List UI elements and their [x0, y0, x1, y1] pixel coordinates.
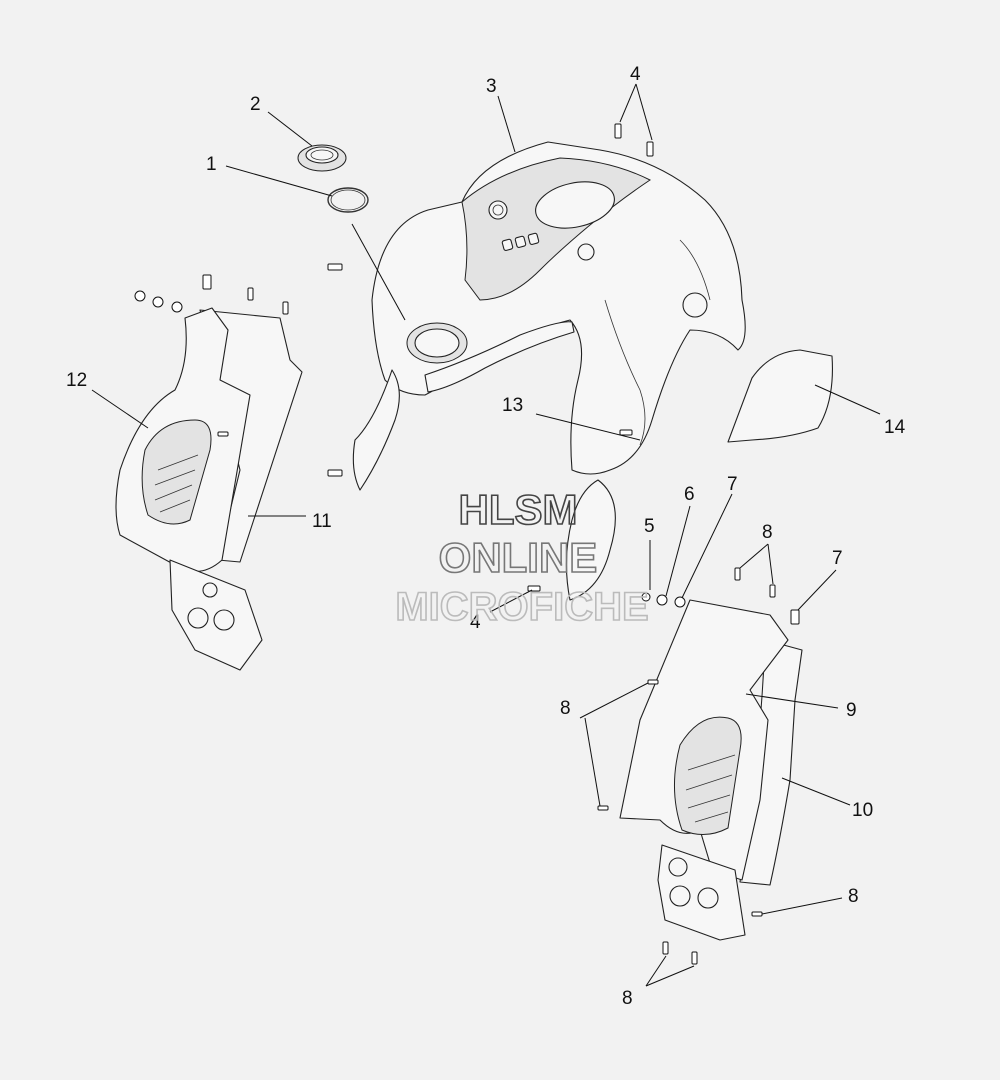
callout-7-upper: 7: [727, 474, 738, 495]
part-2-grommet: [297, 144, 347, 172]
watermark-line-2: ONLINE: [439, 534, 598, 581]
callout-8-right: 8: [848, 886, 859, 907]
callout-10: 10: [852, 800, 873, 821]
callout-8-top: 8: [762, 522, 773, 543]
callout-5: 5: [644, 516, 655, 537]
callout-4-lower: 4: [470, 612, 481, 633]
callout-12: 12: [66, 370, 87, 391]
fasteners: [134, 123, 800, 965]
watermark: HLSM ONLINE MICROFICHE: [395, 485, 650, 630]
callout-8-left: 8: [560, 698, 571, 719]
callout-2: 2: [250, 94, 261, 115]
watermark-line-3: MICROFICHE: [395, 585, 648, 629]
callout-11: 11: [312, 511, 332, 532]
callouts: 1 2 3 4 4 5 6 7 7 8 8 8 8 8 9 10 11 12 1…: [66, 64, 906, 1009]
right-side-panel: [619, 599, 803, 941]
callout-14: 14: [884, 417, 906, 438]
part-14-decal: [727, 349, 833, 443]
left-side-panel: [115, 307, 303, 671]
leader-lines: [91, 83, 881, 987]
watermark-line-1: HLSM: [459, 486, 578, 533]
part-3-hood: [352, 141, 746, 601]
callout-7-right: 7: [832, 548, 843, 569]
callout-8-bottom: 8: [622, 988, 633, 1009]
callout-6: 6: [684, 484, 695, 505]
callout-13: 13: [502, 395, 523, 416]
callout-1: 1: [206, 154, 217, 175]
callout-4-top: 4: [630, 64, 641, 85]
part-1-o-ring: [327, 187, 369, 213]
callout-9: 9: [846, 700, 857, 721]
callout-3: 3: [486, 76, 497, 97]
